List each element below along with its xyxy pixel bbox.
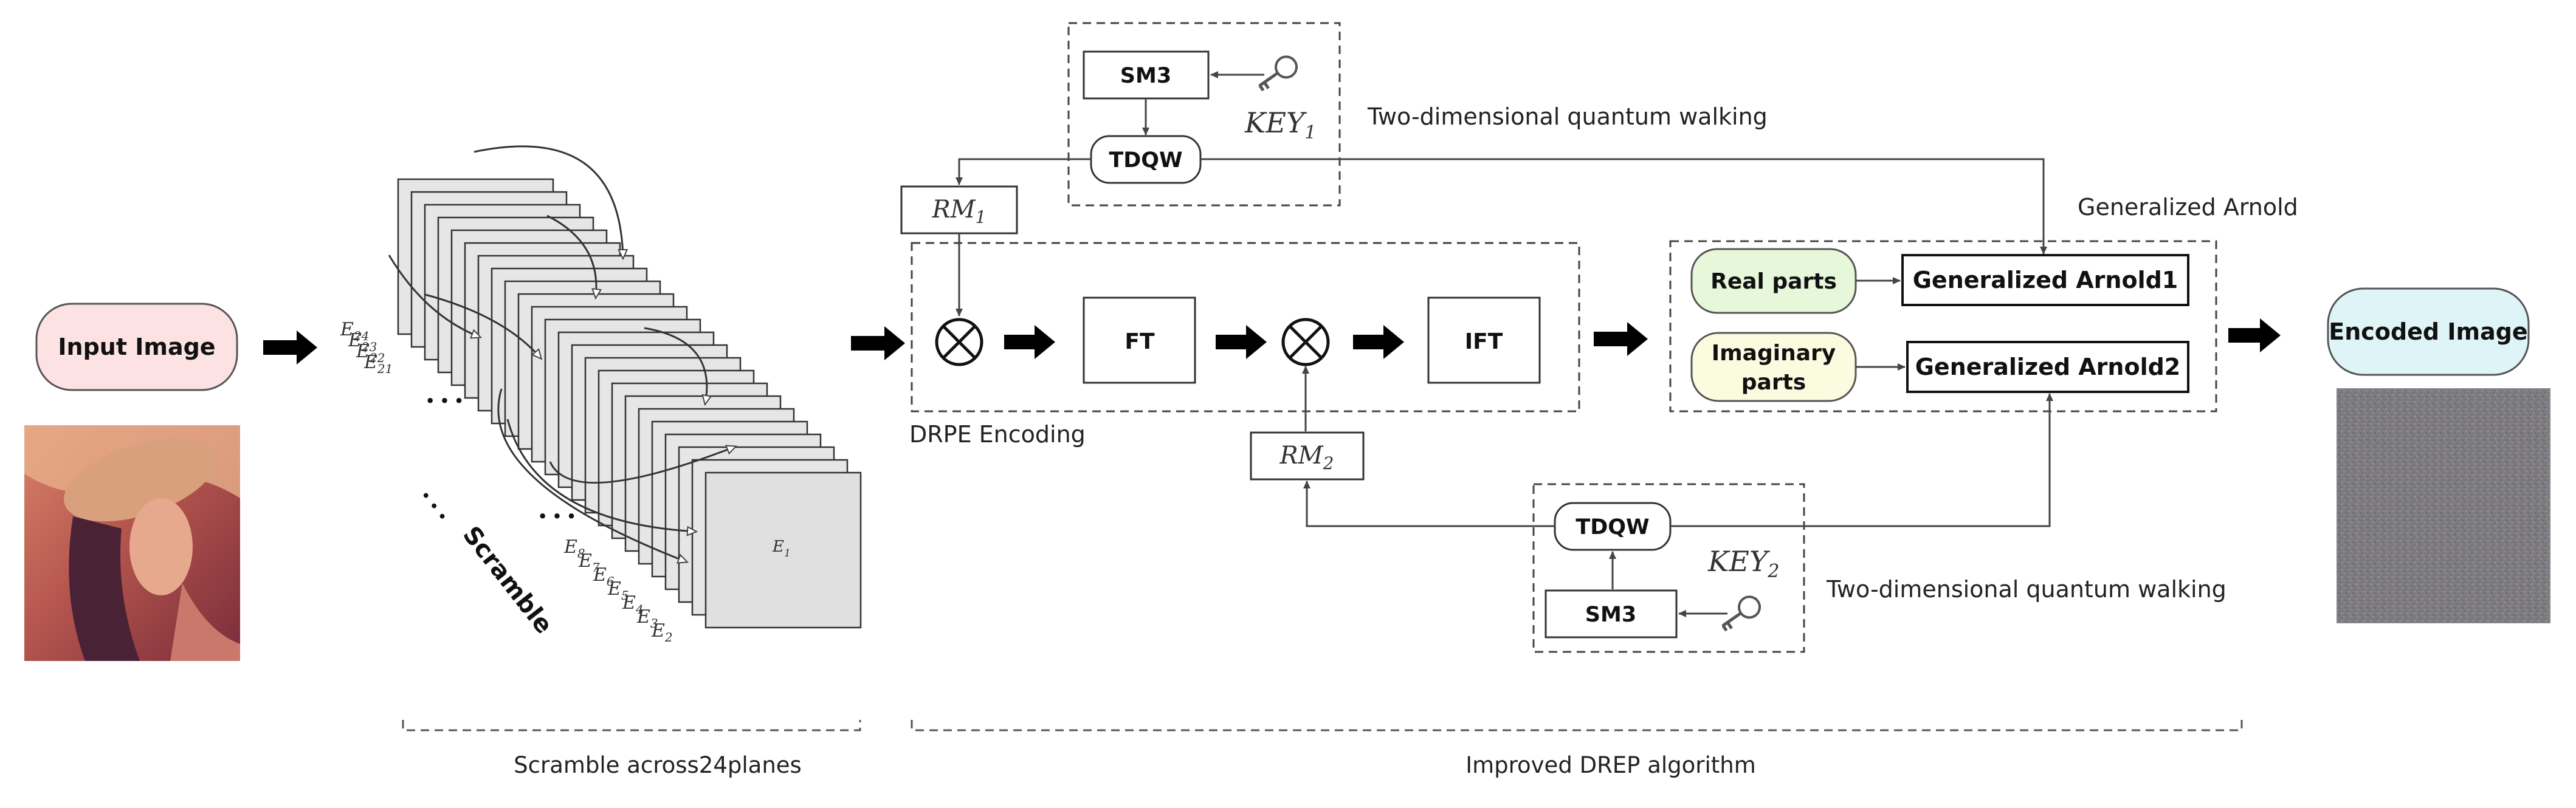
- ft-label: FT: [1124, 329, 1155, 354]
- front-plane-label: E1: [772, 538, 791, 560]
- multiply-circle-icon: [1281, 318, 1330, 366]
- plane-ellipsis: • • •: [538, 508, 576, 525]
- scramble-plane: [704, 471, 862, 629]
- plane-label: E23: [348, 330, 377, 354]
- encoded-image-pill: [2327, 287, 2530, 376]
- scramble-curve: [474, 145, 623, 258]
- arrow-input-to-scramble: [263, 330, 317, 365]
- encoded-image-label: Encoded Image: [2329, 318, 2527, 345]
- scramble-dots: • • •: [416, 488, 450, 525]
- scramble-curve: [549, 447, 735, 484]
- input-image-label: Input Image: [58, 334, 215, 360]
- drpe-encoding-label: DRPE Encoding: [909, 421, 1086, 448]
- tdqw-top-label: TDQW: [1109, 148, 1182, 173]
- arrow-multiply1-to-ft: [1004, 325, 1055, 359]
- tdqw-top-caption: Two-dimensional quantum walking: [1367, 103, 1768, 130]
- scramble-label: Scramble: [457, 521, 558, 639]
- arrow-ft-to-multiply2: [1216, 325, 1267, 359]
- arrow-drpe-to-arnold: [1594, 322, 1648, 356]
- scramble-curve: [506, 419, 696, 532]
- arrow-multiply2-to-ift: [1353, 325, 1404, 359]
- scramble-curve: [497, 388, 687, 562]
- tdqw-bottom-region: [1532, 483, 1805, 653]
- imaginary-parts-label-2: parts: [1741, 370, 1806, 395]
- scramble-curve: [388, 255, 480, 337]
- generalized-arnold-region: [1669, 240, 2217, 413]
- plane-label: E7: [578, 550, 600, 575]
- tdqw-bottom-label: TDQW: [1576, 515, 1649, 539]
- generalized-arnold2-label: Generalized Arnold2: [1915, 354, 2181, 380]
- scramble-section-bracket: [402, 720, 861, 731]
- rm2-box: [1250, 431, 1365, 481]
- plane-label: E8: [563, 536, 585, 561]
- scramble-curve: [425, 293, 541, 358]
- real-parts-label: Real parts: [1710, 269, 1837, 294]
- generalized-arnold1-label: Generalized Arnold1: [1913, 267, 2178, 293]
- plane-label: E4: [622, 592, 644, 617]
- generalized-arnold-title: Generalized Arnold: [2078, 194, 2298, 221]
- scramble-curve: [644, 327, 707, 404]
- encoded-image-thumbnail: [2337, 388, 2550, 623]
- drpe-encoding-region: [911, 242, 1580, 413]
- key2-label: KEY2: [1707, 545, 1779, 582]
- ift-box: [1427, 296, 1541, 384]
- generalized-arnold1-box: [1901, 254, 2189, 306]
- plane-label: E5: [607, 578, 629, 603]
- tdqw-top-to-rm1-line: [956, 158, 1091, 185]
- scramble-section-label: Scramble across24planes: [514, 752, 802, 778]
- key-icon: [1721, 595, 1762, 632]
- input-image-thumbnail: [24, 425, 240, 661]
- plane-label: E24: [340, 319, 369, 343]
- multiply-circle-icon: [935, 318, 983, 366]
- sm3-top-label: SM3: [1120, 64, 1171, 88]
- improved-section-label: Improved DREP algorithm: [1465, 752, 1756, 778]
- sm3-bottom-box: [1545, 589, 1678, 639]
- plane-label: E3: [636, 606, 658, 631]
- tdqw-bottom-to-rm2-line: [1303, 481, 1555, 527]
- plane-label: E21: [363, 352, 393, 376]
- tdqw-bottom-to-arnold2-line: [1670, 393, 2053, 527]
- plane-label: E6: [593, 564, 615, 589]
- scramble-curve: [546, 214, 596, 298]
- tdqw-bottom-caption: Two-dimensional quantum walking: [1826, 576, 2226, 603]
- rm1-label: RM1: [932, 196, 987, 227]
- plane-label: E22: [356, 341, 385, 365]
- input-image-pill: [35, 303, 238, 391]
- rm2-label: RM2: [1279, 442, 1334, 473]
- tdqw-top-to-arnold1-line: [1200, 158, 2047, 255]
- key1-label: KEY1: [1244, 106, 1316, 143]
- input-image-block: Input Image: [24, 303, 240, 661]
- arrow-scramble-to-drpe: [851, 326, 905, 360]
- plane-ellipsis: • • •: [425, 392, 464, 409]
- plane-label: E2: [651, 620, 673, 645]
- imaginary-parts-label-1: Imaginary: [1712, 341, 1836, 366]
- sm3-bottom-label: SM3: [1585, 603, 1636, 627]
- improved-section-bracket: [911, 720, 2243, 731]
- generalized-arnold2-box: [1906, 341, 2189, 393]
- key-icon: [1258, 55, 1298, 92]
- tdqw-top-region: [1067, 22, 1341, 207]
- ift-label: IFT: [1465, 329, 1503, 354]
- ft-box: [1083, 296, 1196, 384]
- arrow-arnold-to-output: [2228, 318, 2281, 352]
